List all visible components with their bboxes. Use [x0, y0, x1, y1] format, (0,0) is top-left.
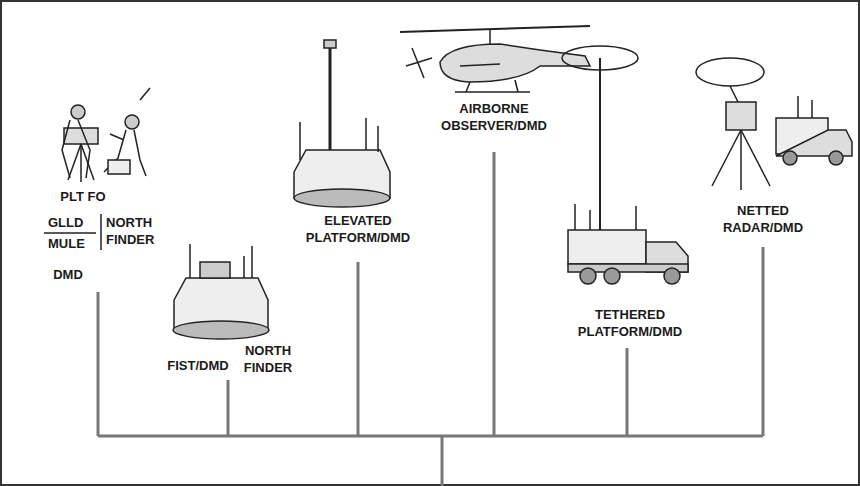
- radar-figure: [696, 58, 852, 190]
- fist-vehicle: [173, 244, 269, 339]
- tethered-platform-truck: [562, 46, 688, 284]
- label-text: FIST/DMD: [167, 357, 228, 374]
- label-text: NETTED RADAR/DMD: [713, 202, 813, 236]
- label-text: TETHERED PLATFORM/DMD: [570, 306, 690, 340]
- label-text: DMD: [53, 266, 83, 283]
- label-text: GLLD: [48, 214, 83, 231]
- label-text: PLT FO: [60, 188, 105, 205]
- label-text: NORTH FINDER: [238, 342, 298, 376]
- label-text: AIRBORNE OBSERVER/DMD: [434, 100, 554, 134]
- soldiers-figure: [62, 88, 150, 182]
- label-text: NORTH FINDER: [106, 214, 166, 248]
- label-text: ELEVATED PLATFORM/DMD: [303, 212, 413, 246]
- elevated-platform-vehicle: [294, 40, 390, 207]
- label-text: MULE: [48, 235, 85, 252]
